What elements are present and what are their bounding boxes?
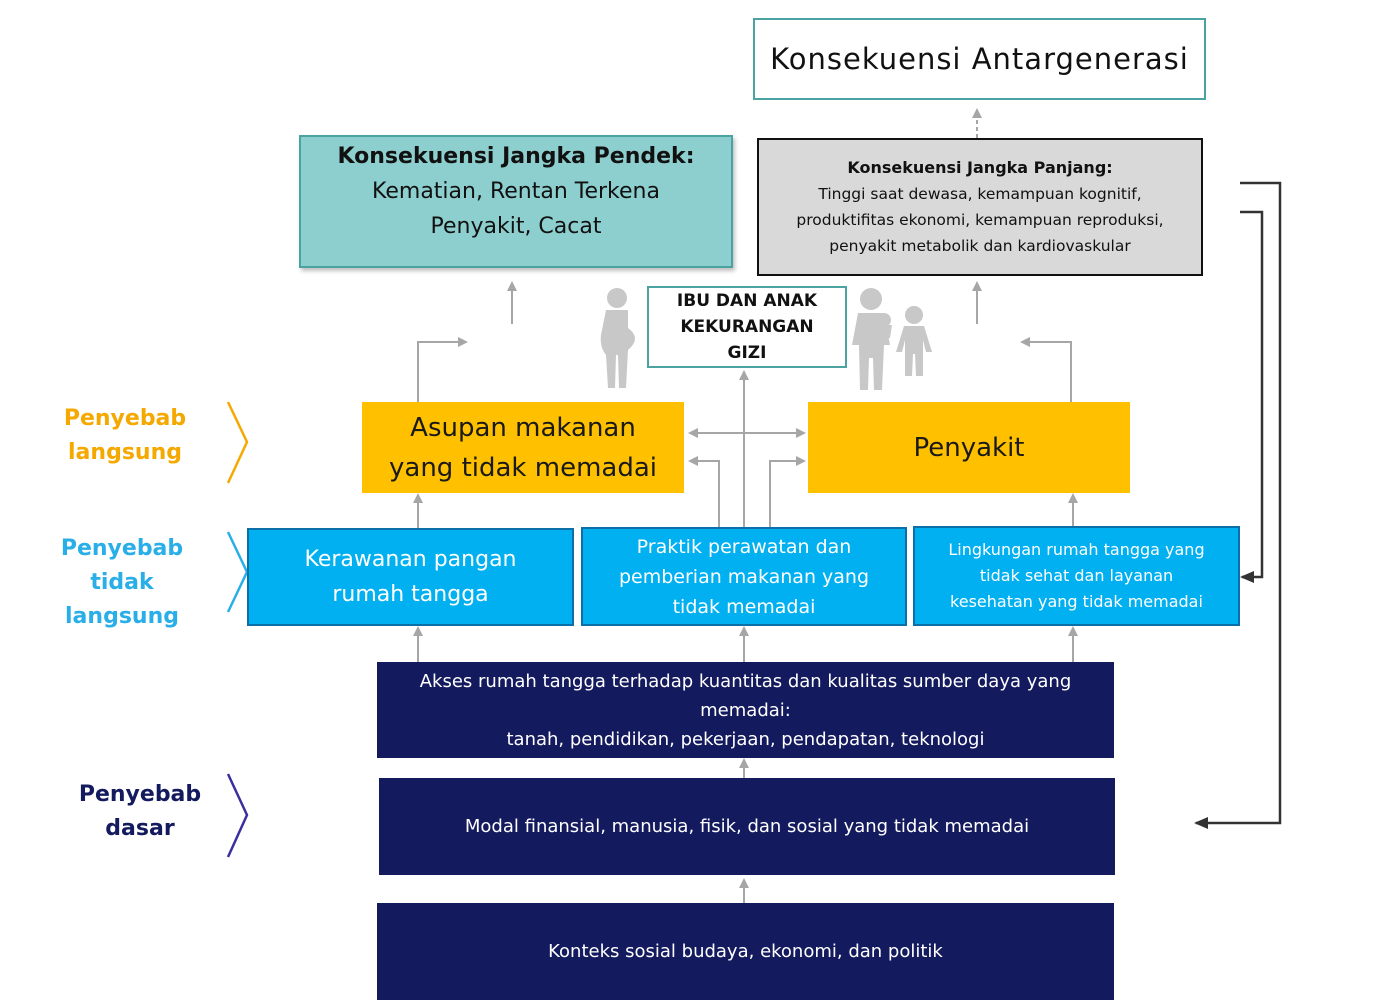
short-term-line1: Kematian, Rentan Terkena xyxy=(372,179,660,204)
mother-with-baby-icon xyxy=(852,288,892,390)
intergenerational-consequence-text: Konsekuensi Antargenerasi xyxy=(770,42,1189,76)
care-practice-box: Praktik perawatan dan pemberian makanan … xyxy=(581,527,907,626)
care-practice-line2: pemberian makanan yang xyxy=(618,565,870,588)
long-term-consequence-box: Konsekuensi Jangka Panjang: Tinggi saat … xyxy=(757,138,1203,276)
arrow-care-to-disease xyxy=(769,456,806,527)
food-intake-line2: yang tidak memadai xyxy=(389,452,657,483)
disease-box: Penyakit xyxy=(808,402,1130,493)
brace-indirect xyxy=(226,531,249,613)
brace-direct xyxy=(226,401,249,484)
basic-causes-line2: dasar xyxy=(105,816,175,841)
indirect-causes-label: Penyebab tidak langsung xyxy=(52,532,192,634)
context-box: Konteks sosial budaya, ekonomi, dan poli… xyxy=(377,903,1114,1000)
direct-causes-line2: langsung xyxy=(68,440,182,465)
feedback-to-environment xyxy=(1240,210,1264,583)
environment-box: Lingkungan rumah tangga yang tidak sehat… xyxy=(913,526,1240,626)
long-term-line2: produktifitas ekonomi, kemampuan reprodu… xyxy=(796,211,1164,229)
food-intake-box: Asupan makanan yang tidak memadai xyxy=(362,402,684,493)
capital-text: Modal finansial, manusia, fisik, dan sos… xyxy=(464,816,1030,837)
food-insecurity-line1: Kerawanan pangan xyxy=(304,547,517,572)
food-intake-line1: Asupan makanan xyxy=(410,412,636,443)
indirect-causes-line3: langsung xyxy=(65,604,179,629)
mother-child-line3: GIZI xyxy=(727,343,767,363)
direct-causes-label: Penyebab langsung xyxy=(55,402,195,470)
short-term-line2: Penyakit, Cacat xyxy=(430,214,602,239)
short-term-title: Konsekuensi Jangka Pendek: xyxy=(337,144,695,169)
brace-basic xyxy=(226,773,249,858)
child-icon xyxy=(896,306,932,376)
access-line3: tanah, pendidikan, pekerjaan, pendapatan… xyxy=(506,728,985,750)
care-practice-line1: Praktik perawatan dan xyxy=(636,535,852,558)
long-term-title: Konsekuensi Jangka Panjang: xyxy=(847,158,1113,177)
arrow-care-to-intake xyxy=(688,456,720,527)
mother-child-undernutrition-box: IBU DAN ANAK KEKURANGAN GIZI xyxy=(647,286,847,368)
feedback-to-capital xyxy=(1194,181,1282,829)
intergenerational-consequence-box: Konsekuensi Antargenerasi xyxy=(753,18,1206,100)
arrow-disease-to-child xyxy=(1020,337,1072,402)
care-practice-line3: tidak memadai xyxy=(672,595,816,618)
arrow-intake-to-mother xyxy=(417,337,468,402)
environment-line2: tidak sehat dan layanan xyxy=(979,566,1174,585)
long-term-line1: Tinggi saat dewasa, kemampuan kognitif, xyxy=(818,185,1142,203)
environment-line3: kesehatan yang tidak memadai xyxy=(950,592,1203,611)
mother-child-line2: KEKURANGAN xyxy=(680,317,814,337)
pregnant-woman-icon xyxy=(600,288,635,388)
basic-causes-label: Penyebab dasar xyxy=(70,778,210,846)
environment-line1: Lingkungan rumah tangga yang xyxy=(948,540,1205,559)
basic-causes-line1: Penyebab xyxy=(78,782,202,807)
access-line2: memadai: xyxy=(700,699,791,721)
indirect-causes-line1: Penyebab xyxy=(60,536,184,561)
short-term-consequence-box: Konsekuensi Jangka Pendek: Kematian, Ren… xyxy=(299,135,733,268)
food-insecurity-line2: rumah tangga xyxy=(332,582,489,607)
context-text: Konteks sosial budaya, ekonomi, dan poli… xyxy=(548,941,943,962)
access-box: Akses rumah tangga terhadap kuantitas da… xyxy=(377,662,1114,758)
capital-box: Modal finansial, manusia, fisik, dan sos… xyxy=(379,778,1115,875)
access-line1: Akses rumah tangga terhadap kuantitas da… xyxy=(419,670,1072,692)
direct-causes-line1: Penyebab xyxy=(63,406,187,431)
food-insecurity-box: Kerawanan pangan rumah tangga xyxy=(247,528,574,626)
mother-child-line1: IBU DAN ANAK xyxy=(676,291,818,311)
indirect-causes-line2: tidak xyxy=(90,570,154,595)
long-term-line3: penyakit metabolik dan kardiovaskular xyxy=(829,237,1131,255)
disease-text: Penyakit xyxy=(913,432,1025,463)
